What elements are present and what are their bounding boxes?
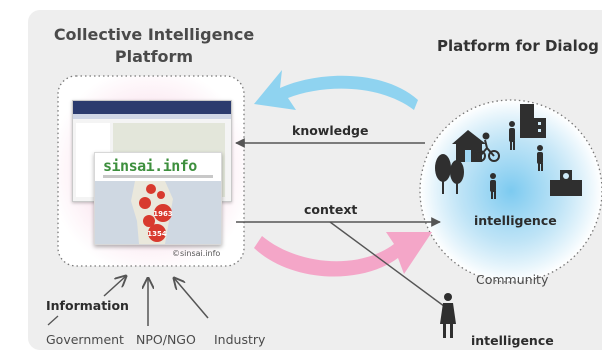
knowledge-label: knowledge — [292, 123, 369, 138]
screenshot-header-bar — [73, 101, 231, 114]
screenshot-nav-bar — [73, 114, 231, 119]
source-government: Government — [46, 332, 124, 347]
cluster-marker — [139, 197, 151, 209]
information-label: Information — [46, 298, 129, 313]
person-icon-3 — [490, 173, 496, 199]
cluster-value-1: 1963 — [153, 210, 173, 218]
house-icon — [452, 130, 486, 162]
cluster-marker-large — [154, 204, 172, 222]
information-tick — [47, 315, 59, 326]
community-intelligence-label: intelligence — [474, 213, 557, 228]
site-copyright: ©sinsai.info — [172, 249, 221, 258]
platform-screenshot-front: sinsai.info 1963 1354 — [94, 152, 222, 245]
individual-intelligence-label: intelligence — [471, 333, 554, 348]
school-icon — [550, 170, 582, 196]
cyclist-icon — [474, 132, 500, 162]
cluster-marker — [146, 184, 156, 194]
community-label: Community — [476, 272, 549, 287]
left-platform-title: Collective Intelligence Platform — [53, 25, 255, 66]
person-icon-2 — [537, 145, 543, 171]
building-icon — [520, 104, 546, 138]
cluster-marker-large-2 — [148, 224, 166, 242]
individual-arrow — [329, 221, 453, 313]
cycle-arrow-bottom — [254, 232, 432, 277]
source-npo-ngo: NPO/NGO — [136, 332, 196, 347]
cluster-value-2: 1354 — [147, 230, 167, 238]
cluster-marker — [143, 215, 155, 227]
person-icon — [509, 121, 515, 150]
tree-icon — [435, 154, 464, 194]
source-arrow-government — [103, 276, 126, 297]
source-industry: Industry — [214, 332, 266, 347]
right-platform-title: Platform for Dialog — [437, 37, 599, 55]
site-map: 1963 1354 — [95, 181, 221, 244]
site-brand: sinsai.info — [103, 157, 197, 175]
source-arrow-industry — [174, 278, 209, 319]
site-tagline-bar — [103, 175, 213, 178]
individual-person-icon — [440, 293, 456, 338]
cluster-marker — [157, 191, 165, 199]
site-map-graphic: 1963 1354 — [131, 181, 173, 244]
cycle-arrow-top — [254, 70, 418, 110]
context-label: context — [304, 202, 358, 217]
